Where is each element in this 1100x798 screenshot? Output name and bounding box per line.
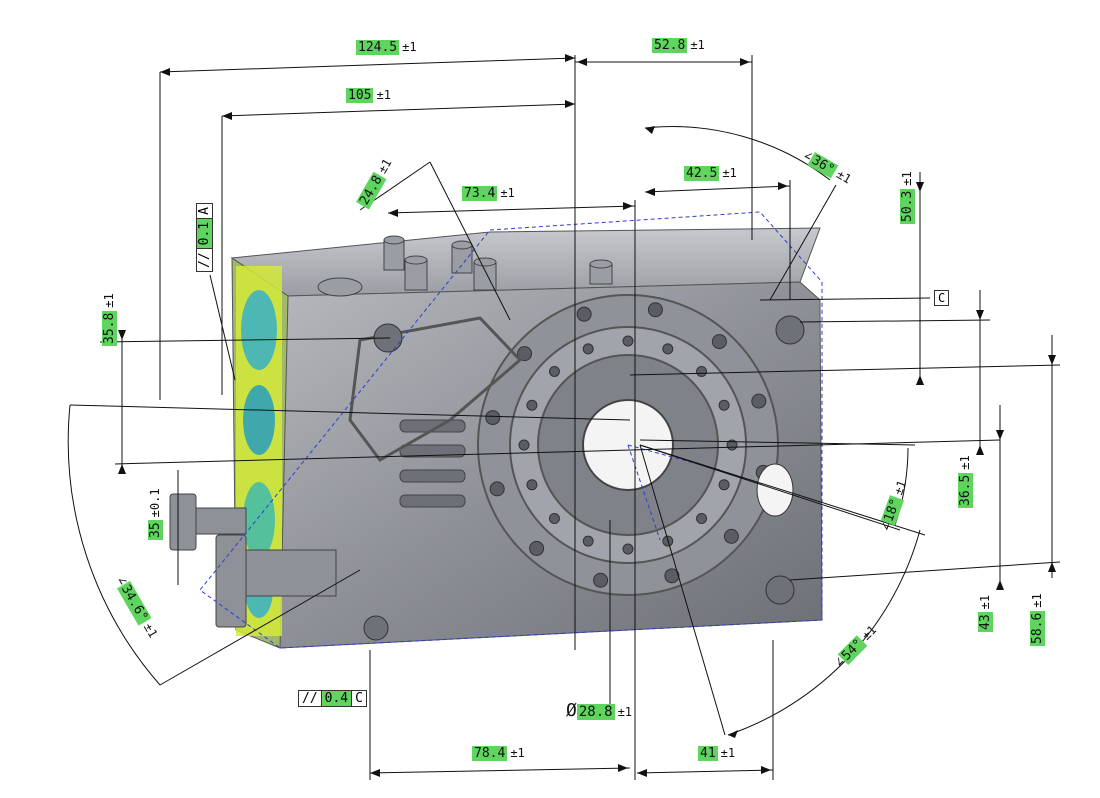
pipe-fittings [169,493,337,628]
dim-43: 43±1 [978,594,993,632]
dim-35: 35±0.1 [148,488,163,540]
bolt-hole [582,535,594,547]
bolt-hole [548,365,560,377]
bolt-hole [662,343,674,355]
dim-50-3: 50.3±1 [900,171,915,224]
outer-bolt-hole [723,528,739,544]
bolt-hole [526,399,538,411]
parallelism-frame-a: // 0.1 A [196,203,213,272]
dim-42-5: 42.5±1 [684,166,737,181]
bolt-hole [622,543,634,555]
outer-bolt-hole [593,572,609,588]
dim-73-4: 73.4±1 [462,186,515,201]
outer-bolt-hole [576,306,592,322]
dim-124-5: 124.5±1 [356,40,417,55]
bolt-hole [622,335,634,347]
dim-52-8: 52.8±1 [652,38,705,53]
dim-78-4: 78.4±1 [472,746,525,761]
dim-105: 105±1 [346,88,391,103]
bolt-hole [526,479,538,491]
bolt-hole [696,513,708,525]
housing-ribs [399,419,466,508]
outer-bolt-hole [751,393,767,409]
dim-41: 41±1 [698,746,736,761]
top-bosses [317,235,613,297]
bolt-hole [582,343,594,355]
outer-bolt-hole [647,302,663,318]
outer-bolt-hole [485,410,501,426]
bolt-hole [718,479,730,491]
datum-c-label: C [934,290,950,306]
dim-36-5: 36.5±1 [958,455,973,508]
bolt-hole [548,513,560,525]
dimension-lines [67,55,1061,780]
outer-bolt-hole [664,568,680,584]
bolt-hole [518,439,530,451]
dim-35-8: 35.8±1 [102,293,117,346]
bolt-hole [696,365,708,377]
outer-bolt-hole [529,540,545,556]
dim-58-6: 58.6±1 [1030,593,1045,646]
bolt-hole [718,399,730,411]
outer-bolt-hole [489,481,505,497]
parallelism-frame-c: // 0.4 C [298,690,367,707]
outer-bolt-hole [711,334,727,350]
outer-bolt-hole [517,346,533,362]
